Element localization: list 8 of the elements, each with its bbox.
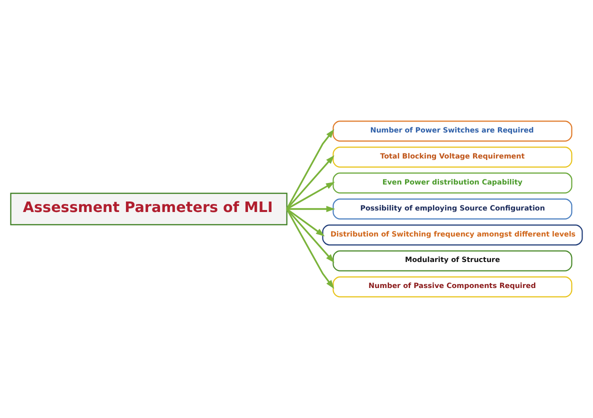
arrow (286, 182, 335, 210)
arrow (286, 208, 325, 236)
arrow (286, 208, 334, 263)
arrow (286, 155, 334, 210)
arrow (286, 208, 334, 289)
arrow (286, 206, 336, 212)
arrow (286, 129, 334, 210)
node-box: Assessment Parameters of MLI (10, 192, 288, 226)
